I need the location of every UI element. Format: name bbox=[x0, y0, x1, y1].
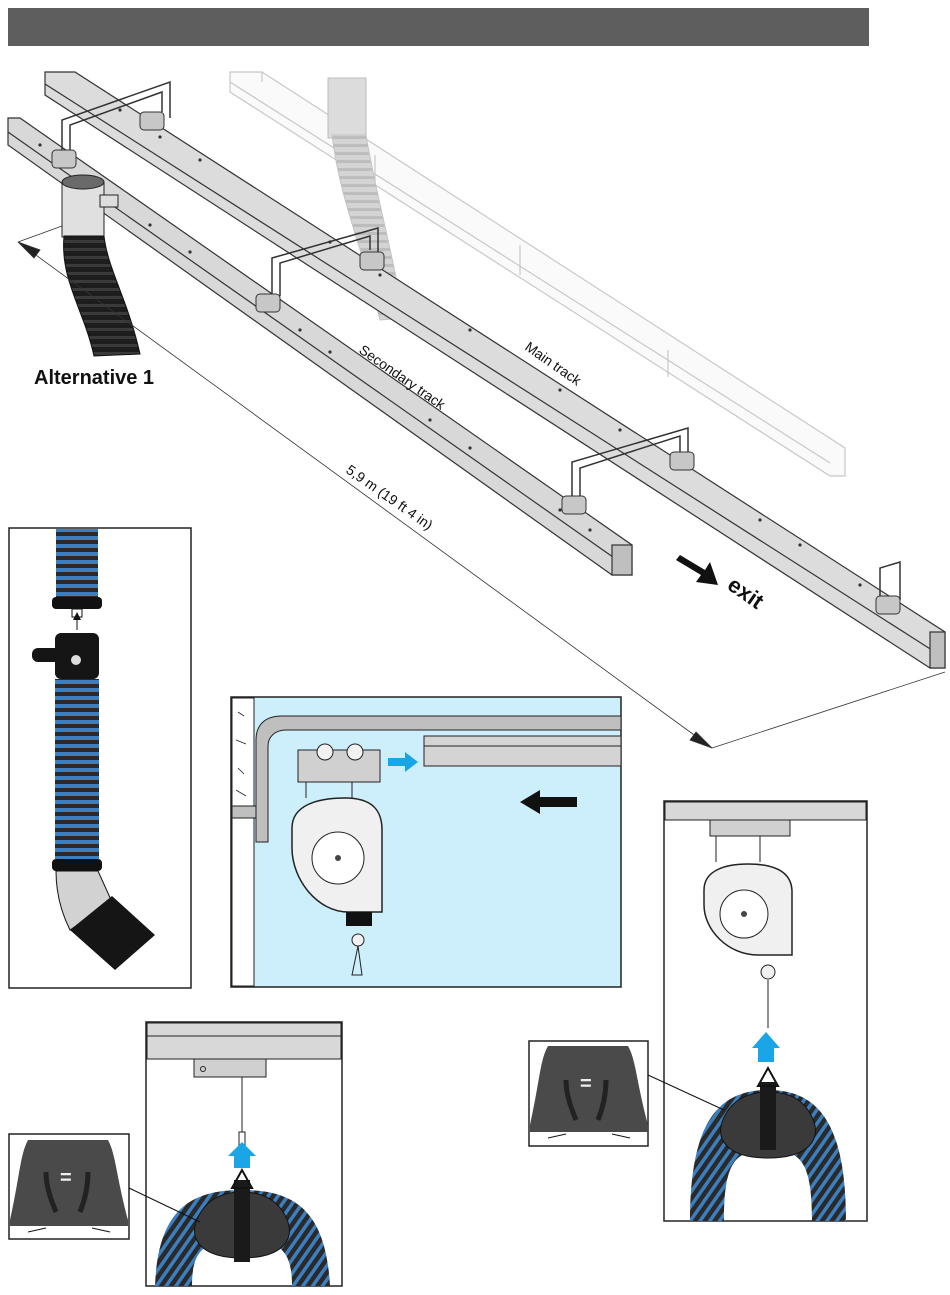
exit-arrow-icon bbox=[676, 555, 718, 585]
length-dimension-label: 5,9 m (19 ft 4 in) bbox=[343, 461, 436, 533]
equals-sign-left: = bbox=[60, 1167, 72, 1189]
hose-detail-panel bbox=[9, 528, 191, 988]
balancer-hose-panel-right bbox=[664, 801, 867, 1221]
exit-label: exit bbox=[723, 572, 769, 615]
equals-sign-right: = bbox=[580, 1073, 592, 1095]
alternative-label: Alternative 1 bbox=[34, 367, 154, 389]
balancer-track-panel bbox=[231, 697, 621, 987]
